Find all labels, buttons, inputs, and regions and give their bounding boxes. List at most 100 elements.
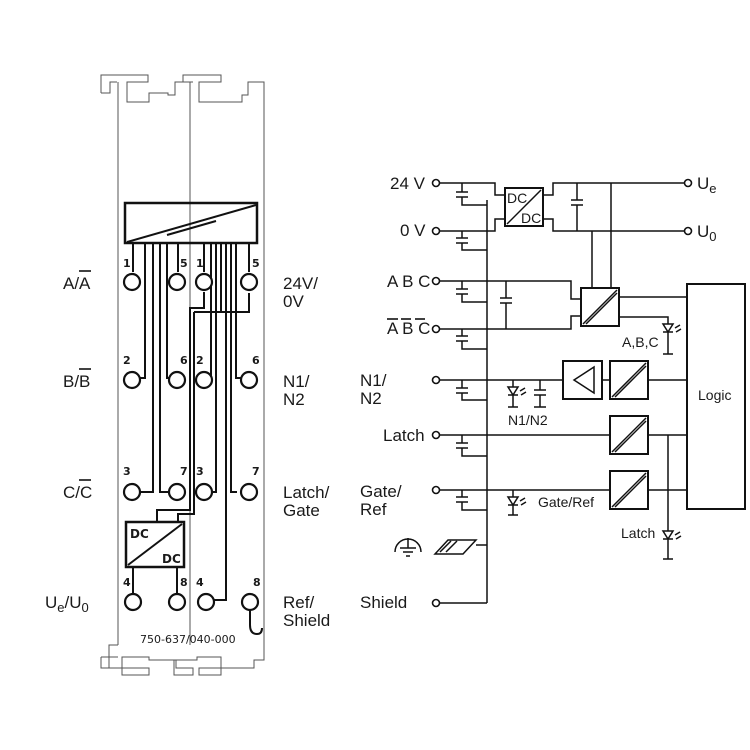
input-label-latch: Latch — [383, 426, 425, 445]
led-label-gate-ref: Gate/Ref — [538, 494, 594, 510]
earth-ground-icon — [394, 538, 422, 557]
module-housing — [100, 74, 265, 676]
input-terminal-abc-bar[interactable] — [431, 324, 441, 334]
dc-dc-label-bottom: DC — [521, 210, 541, 226]
pin-number: 7 — [180, 465, 188, 478]
input-label-n1: N1/ — [360, 371, 387, 390]
module-dc-converter: DC DC — [124, 520, 186, 593]
logic-label: Logic — [698, 387, 731, 403]
input-label-gate: Gate/ — [360, 482, 402, 501]
pin-numbers: 1 5 1 5 2 6 2 6 3 7 3 7 4 8 4 8 — [123, 257, 261, 589]
input-terminal-gate-ref[interactable] — [431, 485, 441, 495]
terminal-5-a[interactable] — [167, 272, 187, 292]
pin-number: 4 — [196, 576, 204, 589]
terminal-7-b[interactable] — [239, 482, 259, 502]
led-gate-ref-icon — [506, 490, 527, 516]
output-label-u0: U0 — [697, 222, 717, 244]
input-terminal-shield[interactable] — [431, 598, 441, 608]
pin-number: 2 — [123, 354, 131, 367]
pin-number: 5 — [180, 257, 188, 270]
led-label-latch: Latch — [621, 525, 655, 541]
terminal-7-a[interactable] — [167, 482, 187, 502]
n1n2-isolator — [609, 360, 649, 400]
led-label-abc: A,B,C — [622, 334, 659, 350]
dc-dc-label-top: DC — [507, 190, 527, 206]
terminal-1-b[interactable] — [194, 272, 214, 292]
pin-number: 2 — [196, 354, 204, 367]
led-n1n2-icon — [506, 380, 546, 408]
logic-block: Logic — [686, 283, 746, 510]
pin-number: 3 — [196, 465, 204, 478]
part-number: 750-637/040-000 — [140, 633, 236, 646]
output-terminal-ue[interactable] — [683, 178, 693, 188]
terminal-6-a[interactable] — [167, 370, 187, 390]
schematic-dc-dc-converter: DC DC — [504, 187, 544, 227]
pin-number: 7 — [252, 465, 260, 478]
label-ref: Ref/ — [283, 593, 314, 612]
input-label-n2: N2 — [360, 389, 382, 408]
pin-number: 1 — [196, 257, 204, 270]
terminal-3-a[interactable] — [122, 482, 142, 502]
label-a: A/A — [63, 274, 91, 293]
terminal-4-a[interactable] — [123, 592, 143, 612]
pin-number: 6 — [180, 354, 188, 367]
input-label-shield: Shield — [360, 593, 407, 612]
terminal-8-a[interactable] — [167, 592, 187, 612]
led-label-n1n2: N1/N2 — [508, 412, 548, 428]
input-label-0v: 0 V — [400, 221, 426, 240]
dc-label-top: DC — [130, 527, 149, 541]
input-label-ref: Ref — [360, 500, 387, 519]
input-label-abc-bar: A B C — [387, 319, 430, 338]
label-b: B/B — [63, 372, 90, 391]
pin-number: 8 — [180, 576, 188, 589]
input-terminal-24v[interactable] — [431, 178, 441, 188]
label-0v: 0V — [283, 292, 304, 311]
latch-isolator — [609, 415, 649, 455]
input-label-abc: A B C — [387, 272, 430, 291]
module-right-labels: 24V/ 0V N1/ N2 Latch/ Gate Ref/ Shield — [283, 274, 330, 630]
terminal-3-b[interactable] — [194, 482, 214, 502]
input-terminal-abc[interactable] — [431, 276, 441, 286]
output-label-ue: Ue — [697, 174, 717, 196]
label-c: C/C — [63, 483, 92, 502]
label-latch: Latch/ — [283, 483, 330, 502]
output-terminal-u0[interactable] — [683, 226, 693, 236]
terminal-4-b[interactable] — [196, 592, 216, 612]
shield-hook — [249, 610, 263, 636]
led-abc-icon — [661, 323, 682, 355]
input-terminal-0v[interactable] — [431, 226, 441, 236]
pin-number: 5 — [252, 257, 260, 270]
pin-number: 8 — [253, 576, 261, 589]
input-label-24v: 24 V — [390, 174, 426, 193]
label-24v: 24V/ — [283, 274, 318, 293]
pin-number: 3 — [123, 465, 131, 478]
module-internal-wiring — [132, 243, 250, 601]
input-terminal-latch[interactable] — [431, 430, 441, 440]
pin-number: 1 — [123, 257, 131, 270]
left-signal-labels: A/A B/B C/C Ue/U0 — [45, 270, 92, 615]
terminal-2-b[interactable] — [194, 370, 214, 390]
gate-ref-isolator — [609, 470, 649, 510]
label-n2: N2 — [283, 390, 305, 409]
n1n2-comparator — [562, 360, 603, 400]
terminal-6-b[interactable] — [239, 370, 259, 390]
label-gate: Gate — [283, 501, 320, 520]
terminal-2-a[interactable] — [122, 370, 142, 390]
pin-number: 6 — [252, 354, 260, 367]
terminal-5-b[interactable] — [239, 272, 259, 292]
din-rail-icon — [433, 539, 478, 555]
abc-isolator — [580, 287, 620, 327]
module-terminals[interactable] — [122, 272, 263, 636]
label-n1: N1/ — [283, 372, 310, 391]
dc-label-bottom: DC — [162, 552, 181, 566]
input-terminal-n1n2[interactable] — [431, 375, 441, 385]
led-latch-icon — [661, 530, 682, 560]
label-ue-u0: Ue/U0 — [45, 593, 89, 615]
terminal-8-b[interactable] — [240, 592, 260, 612]
pin-number: 4 — [123, 576, 131, 589]
label-shield: Shield — [283, 611, 330, 630]
module-isolation-block — [123, 201, 259, 245]
terminal-1-a[interactable] — [122, 272, 142, 292]
schematic: 24 V 0 V A B C A B C N1/ N2 Latch Gate/ … — [360, 174, 746, 612]
